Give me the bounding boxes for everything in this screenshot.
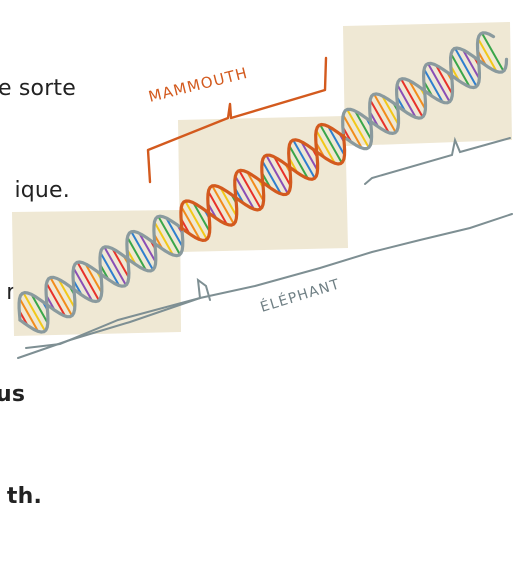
right-bracket [365, 138, 510, 184]
illustration: e sorte ique. re, us th. MAMMOUTH ÉLÉPHA… [0, 0, 515, 373]
text-line-5: th. [0, 480, 42, 514]
mammoth-label: MAMMOUTH [147, 64, 250, 106]
text-line-4: us [0, 378, 24, 412]
dna-diagram: MAMMOUTH ÉLÉPHANT [0, 0, 515, 373]
